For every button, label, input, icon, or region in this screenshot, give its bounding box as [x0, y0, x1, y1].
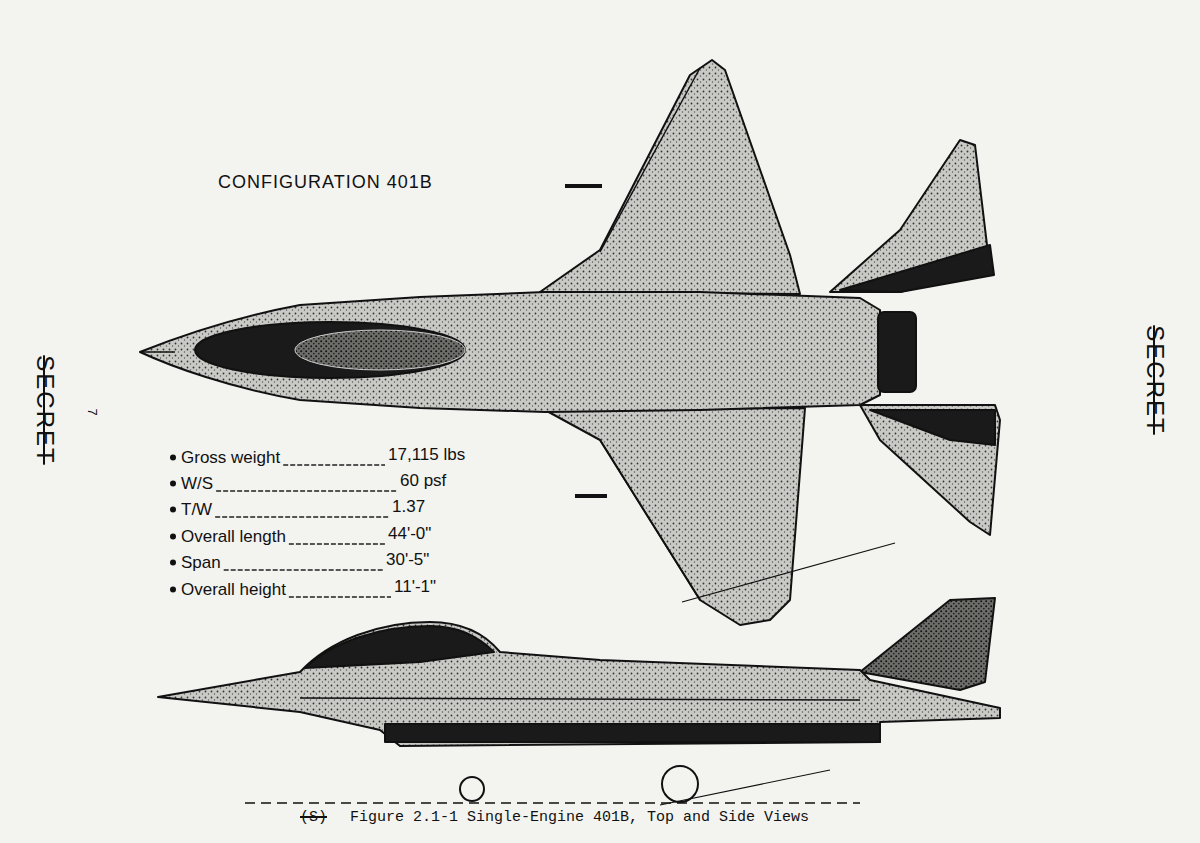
spec-text: 1.37: [392, 498, 425, 515]
classification-mark: SECRET: [33, 355, 57, 464]
spec-text: Overall length: [181, 528, 286, 545]
spec-text: Span: [181, 554, 221, 571]
bullet: [170, 507, 176, 513]
leader-line: [289, 543, 385, 545]
bullet: [170, 587, 176, 593]
fin: [860, 598, 995, 690]
bullet: [170, 534, 176, 540]
spec-text: 11'-1": [394, 578, 436, 595]
bullet: [170, 481, 176, 487]
spec-text: Gross weight: [181, 449, 280, 466]
main-wheel: [662, 766, 698, 802]
lower-wing: [545, 408, 805, 625]
bullet: [170, 455, 176, 461]
fuselage-side-view: [158, 622, 1000, 746]
spec-text: 44'-0": [388, 525, 431, 542]
lower-tail: [860, 405, 1000, 535]
spec-text: W/S: [181, 475, 213, 492]
classification-mark: SECRET: [1143, 325, 1167, 434]
spec-text: 60 psf: [400, 472, 446, 489]
spec-text: Overall height: [181, 581, 286, 598]
spec-text: T/W: [181, 501, 212, 518]
spec-text: (S): [300, 810, 327, 825]
canopy: [195, 322, 465, 378]
nose-wheel: [460, 777, 484, 801]
config-title: CONFIGURATION 401B: [218, 173, 433, 191]
upper-wing: [540, 60, 800, 294]
spec-text: 17,115 lbs: [388, 446, 465, 463]
bullet: [170, 560, 176, 566]
fuselage-top-view: [140, 292, 880, 412]
canopy-side: [305, 626, 494, 668]
figure-caption: Figure 2.1-1 Single-Engine 401B, Top and…: [350, 810, 809, 825]
leader-line: [216, 490, 397, 492]
leader-line: [224, 569, 383, 571]
classification-mark: 7: [86, 408, 99, 415]
leader-line: [289, 596, 391, 598]
leader-line: [283, 464, 385, 466]
spec-text: 30'-5": [386, 551, 429, 568]
leader-line: [215, 516, 389, 518]
